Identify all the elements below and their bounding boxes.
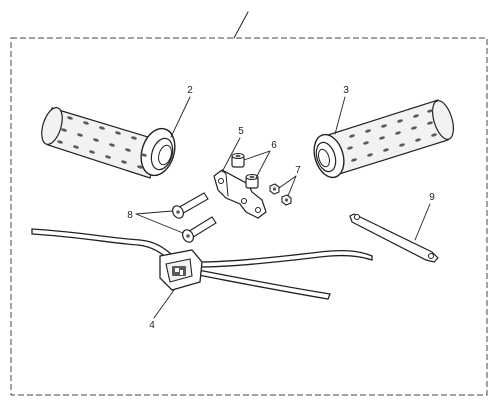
leader-8a [135,210,173,215]
callout-8: 8 [127,210,133,221]
leader-lines [135,96,431,319]
spacer-lower [245,174,259,189]
bracket-strap [349,213,439,263]
left-grip [41,107,176,179]
leader-6b [255,150,271,179]
leader-6a [243,150,271,161]
nut-lower [281,194,292,206]
callout-5: 5 [238,126,244,137]
leader-7b [287,175,297,197]
leader-3 [334,96,346,135]
mounting-bracket [213,169,267,219]
leader-2 [170,96,191,138]
callout-4: 4 [149,320,155,331]
spacer-upper [231,153,245,168]
right-grip [313,99,455,179]
frame-leader-line [233,11,249,39]
bolt-upper [171,192,209,219]
leader-7a [278,175,297,189]
callout-9: 9 [429,192,435,203]
leader-5 [221,137,241,173]
nut-upper [269,183,280,195]
callout-2: 2 [187,85,193,96]
callout-3: 3 [343,85,349,96]
bolt-lower [181,216,217,243]
kit-boundary-frame [10,37,488,396]
callout-6: 6 [271,140,277,151]
control-switch-harness [31,228,373,300]
leader-8b [135,213,184,234]
leader-4 [153,289,175,319]
leader-9 [414,203,431,241]
callout-7: 7 [295,165,301,176]
